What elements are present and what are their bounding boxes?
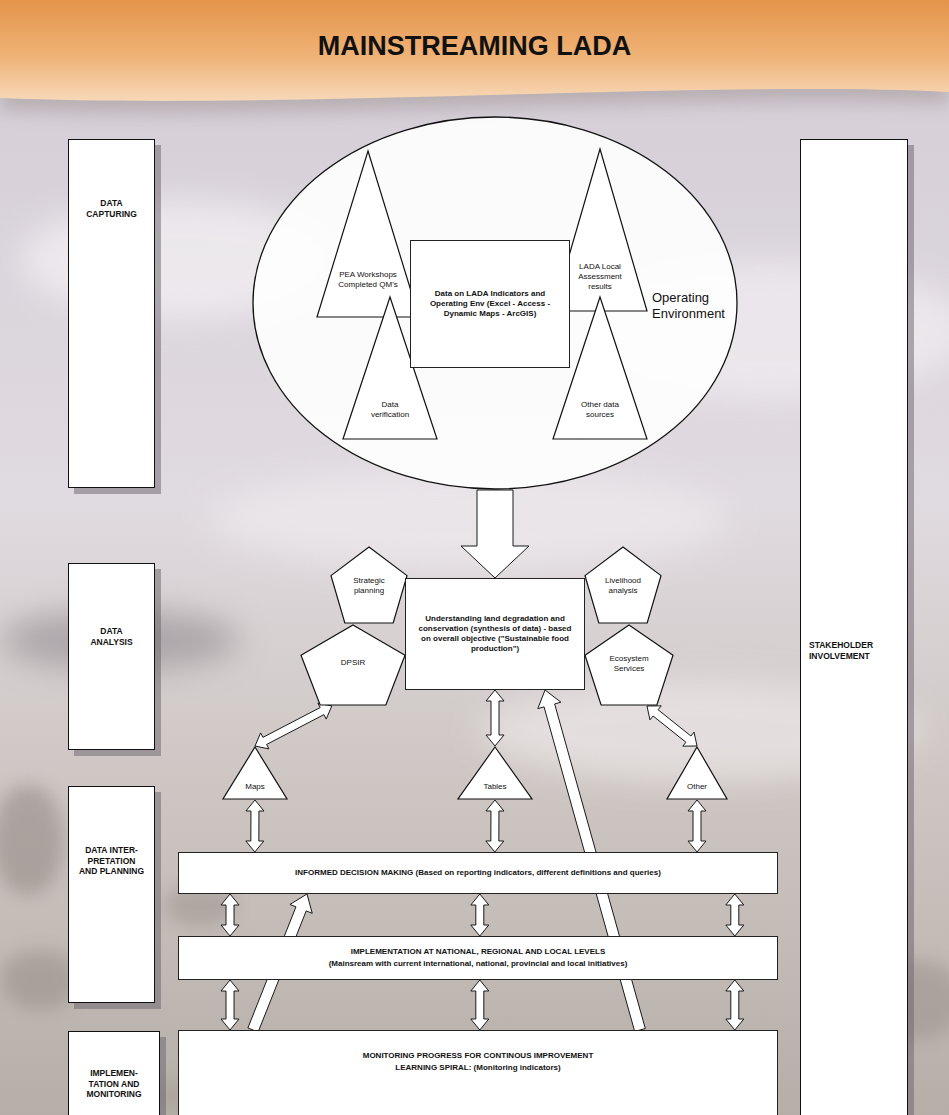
banner-shadow [0,0,949,113]
output-triangle: Other [666,746,728,800]
node-text: DATA CAPTURING [79,198,145,219]
triangle-shape [317,151,419,317]
pentagon-shape [585,625,673,705]
analysis-pentagon: Ecosystem Services [584,624,674,706]
double-arrow [647,706,697,746]
analysis-pentagon: Strategic planning [330,546,408,624]
node-text: LADA Local Assessment results [572,262,628,292]
node-text: Other data sources [575,400,625,420]
node-text: Ecosystem Services [600,654,658,674]
node-text: Data verification [365,400,415,420]
triangle-shape [667,747,727,799]
tri-outline [316,150,420,318]
synthesis-box: Understanding land degradation and conse… [405,578,585,690]
node-text: LEARNING SPIRAL: (Monitoring indicators) [395,1063,560,1073]
tri-outline [457,746,533,800]
source-triangle: PEA Workshops Completed QM's [316,150,420,318]
double-arrow [726,894,744,936]
double-arrow [246,800,264,852]
triangle-shape [553,297,647,439]
node-text: Livelihood analysis [598,576,648,596]
data-box: Data on LADA Indicators and Operating En… [410,240,570,368]
animal-shade [0,785,64,895]
double-arrow [688,800,706,852]
stage-label: DATA CAPTURING [68,139,155,488]
double-arrow [221,980,239,1030]
node-text: MONITORING PROGRESS FOR CONTINOUS IMPROV… [363,1051,594,1061]
pentagon-shape [301,625,405,705]
output-triangle: Tables [457,746,533,800]
output-triangle: Maps [222,746,288,800]
stage-label: IMPLEMEN- TATION AND MONITORING [68,1031,160,1115]
block-arrow [461,490,529,578]
node-text: IMPLEMEN- TATION AND MONITORING [81,1068,147,1100]
double-arrow [726,980,744,1030]
node-text: Understanding land degradation and conse… [414,614,576,654]
triangle-shape [223,747,287,799]
environment-ellipse: Operating Environment PEA Workshops Compl… [252,116,738,490]
double-arrow [255,703,332,749]
node-text: DATA INTER- PRETATION AND PLANNING [79,845,145,877]
node-text: Operating Environment [652,290,736,323]
double-arrow [486,690,504,746]
ellipse-shape [253,117,737,489]
node-text: DATA ANALYSIS [79,626,145,647]
analysis-pentagon: Livelihood analysis [584,546,662,624]
node-text: DPSIR [328,658,378,668]
double-arrow [471,980,489,1030]
node-text: INFORMED DECISION MAKING (Based on repor… [295,868,661,878]
pentagon-shape [331,547,407,623]
triangle-shape [458,747,532,799]
title-area: MAINSTREAMING LADA [0,0,949,92]
node-text: Tables [470,782,520,792]
stakeholder-bar: STAKEHOLDER INVOLVEMENT [800,139,908,1115]
double-arrow [221,894,239,936]
implementation-box: IMPLEMENTATION AT NATIONAL, REGIONAL AND… [178,936,778,980]
double-arrow [471,894,489,936]
monitoring-box: MONITORING PROGRESS FOR CONTINOUS IMPROV… [178,1030,778,1115]
node-text: (Mainsream with current international, n… [329,959,628,969]
node-text: IMPLEMENTATION AT NATIONAL, REGIONAL AND… [351,947,606,957]
pentagon-shape [585,547,661,623]
double-arrow [486,800,504,852]
decision-box: INFORMED DECISION MAKING (Based on repor… [178,852,778,894]
analysis-pentagon: DPSIR [300,624,406,706]
title-banner [0,0,949,101]
node-text: STAKEHOLDER INVOLVEMENT [809,640,901,661]
stage-label: DATA INTER- PRETATION AND PLANNING [68,786,155,1003]
node-text: Other [675,782,719,792]
title-text: MAINSTREAMING LADA [318,31,631,62]
tri-outline [666,746,728,800]
stage-label: DATA ANALYSIS [68,563,155,750]
node-text: Strategic planning [344,576,394,596]
node-text: PEA Workshops Completed QM's [336,270,400,290]
tri-outline [222,746,288,800]
node-text: Maps [233,782,277,792]
node-text: Data on LADA Indicators and Operating En… [427,289,553,319]
triangle-shape [343,297,437,439]
